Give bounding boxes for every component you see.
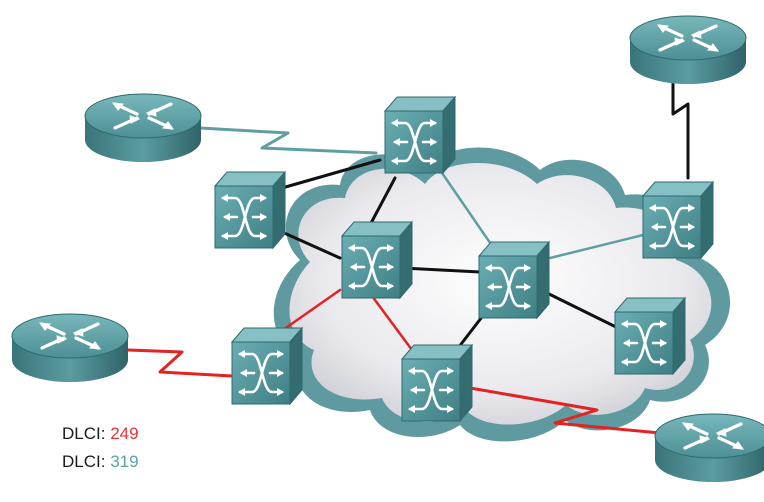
frame-relay-switch-icon xyxy=(340,220,414,300)
frame-relay-switch-icon xyxy=(383,95,457,175)
trunk-link-red xyxy=(370,294,414,352)
serial-link-black-top-right xyxy=(671,78,690,180)
trunk-link xyxy=(280,158,382,190)
router-icon xyxy=(653,412,764,484)
trunk-link-red xyxy=(278,288,342,334)
trunk-link xyxy=(280,230,342,260)
router-icon xyxy=(83,92,203,164)
legend-label: DLCI: xyxy=(62,424,106,443)
legend-label: DLCI: xyxy=(62,452,106,471)
legend-dlci-249: DLCI: 249 xyxy=(62,424,139,444)
links xyxy=(126,78,690,435)
serial-link-red-bottom-right xyxy=(468,386,662,435)
trunk-link xyxy=(548,233,645,260)
frame-relay-switch-icon xyxy=(477,240,551,320)
serial-link-red-left xyxy=(126,348,234,378)
trunk-link xyxy=(400,266,482,274)
trunk-link xyxy=(543,290,620,330)
frame-relay-switch-icon xyxy=(613,296,687,376)
legend-value: 249 xyxy=(110,424,139,443)
legend-dlci-319: DLCI: 319 xyxy=(62,452,139,472)
frame-relay-switch-icon xyxy=(213,170,287,250)
router-icon xyxy=(10,312,130,384)
serial-link-teal-top xyxy=(198,126,378,155)
router-icon xyxy=(628,14,748,86)
frame-relay-switch-icon xyxy=(230,326,304,406)
frame-relay-switch-icon xyxy=(641,180,715,260)
trunk-link xyxy=(368,176,397,227)
frame-relay-switch-icon xyxy=(400,343,474,423)
legend-value: 319 xyxy=(110,452,139,471)
trunk-link xyxy=(438,168,497,252)
